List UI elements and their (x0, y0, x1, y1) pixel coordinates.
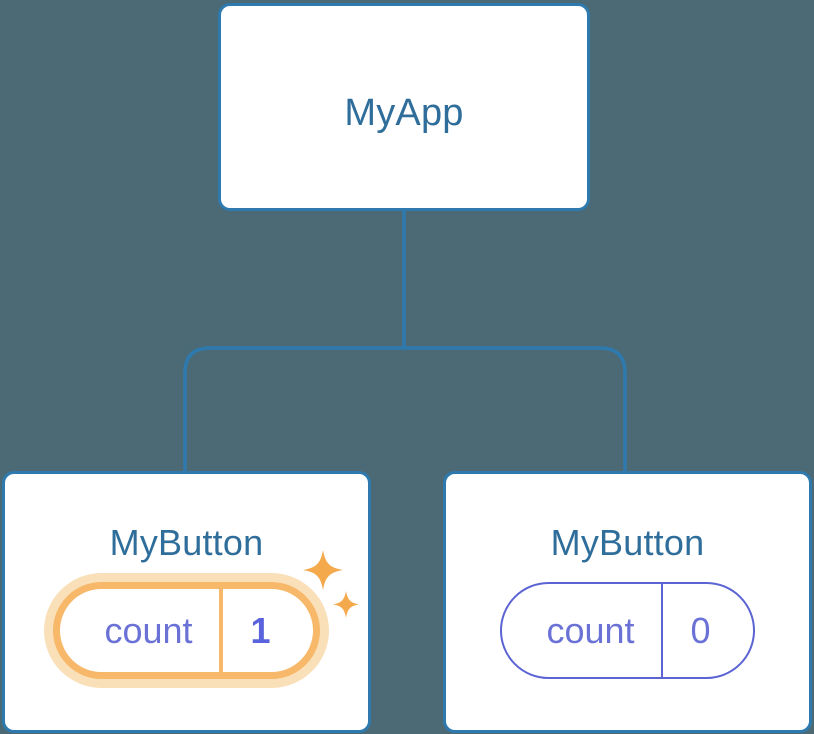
node-title-root: MyApp (344, 92, 464, 134)
prop-key-child-1: count (546, 609, 635, 651)
prop-value-child-0: 1 (218, 589, 313, 672)
prop-pill-child-0[interactable]: count 1 (53, 582, 320, 679)
connector-branch-left (183, 346, 404, 471)
prop-pill-holder-child-1: count 0 (500, 582, 755, 679)
prop-pill-wrap-child-0: count 1 (5, 550, 368, 679)
prop-pill-wrap-child-1: count 0 (446, 582, 809, 679)
node-title-child-1: MyButton (550, 522, 705, 563)
node-title-child-0: MyButton (109, 522, 264, 563)
prop-value-child-1: 0 (660, 584, 753, 677)
node-card-child-1[interactable]: MyButton count 0 (443, 471, 812, 733)
prop-key-child-0: count (104, 609, 193, 651)
prop-pill-holder-child-0: count 1 (53, 550, 359, 679)
connector-branch-right (404, 346, 627, 471)
node-card-child-0[interactable]: MyButton count 1 (2, 471, 371, 733)
node-card-root[interactable]: MyApp (218, 3, 590, 211)
sparkle-small-icon (332, 591, 359, 618)
prop-pill-child-1[interactable]: count 0 (500, 582, 755, 679)
